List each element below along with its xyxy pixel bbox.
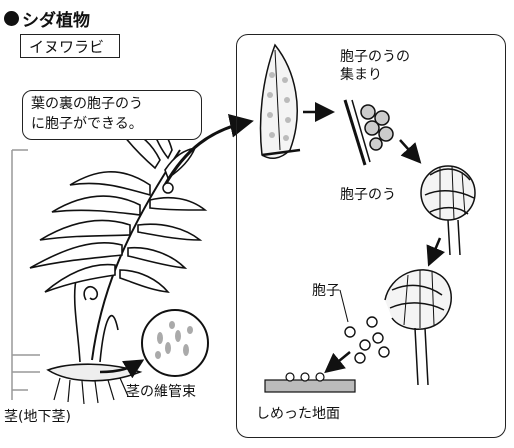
callout-line-1: 葉の裏の胞子のう [31, 96, 143, 112]
label-vascular-bundle: 茎の維管束 [126, 384, 196, 400]
spore-leader-line [339, 289, 349, 323]
label-sporangium: 胞子のう [340, 187, 396, 203]
callout-box: 葉の裏の胞子のう に胞子ができる。 [22, 90, 202, 140]
spores [344, 316, 390, 364]
title-text: シダ植物 [22, 11, 90, 31]
label-moist-ground: しめった地面 [256, 406, 340, 422]
arrow-stem-to-bundle [99, 359, 145, 379]
process-panel [236, 34, 506, 438]
label-sporangium-cluster-line-2: 集まり [340, 67, 382, 83]
plant-name-text: イヌワラビ [29, 37, 105, 56]
arrow-spores-to-ground [324, 351, 351, 374]
sporangium-location-marker [162, 182, 174, 194]
bullet-dot-icon [4, 11, 19, 26]
arrow-sporangium-to-open [426, 237, 445, 267]
diagram-title: シダ植物 [4, 6, 90, 31]
sporangium-closed [420, 165, 476, 256]
label-sporangium-cluster-line-1: 胞子のうの [340, 49, 410, 65]
stem-bracket [11, 149, 40, 400]
label-sporangium-cluster: 胞子のうの 集まり [340, 48, 450, 84]
sporangium-cluster [343, 99, 394, 166]
vascular-bundle-section [141, 309, 209, 377]
sporangium-open [384, 269, 452, 386]
moist-ground [264, 372, 356, 393]
plant-name-box: イヌワラビ [20, 34, 120, 58]
label-spore: 胞子 [312, 283, 340, 299]
leaf-underside [259, 43, 301, 160]
arrow-cluster-to-sporangium [399, 139, 422, 164]
label-underground-stem: 茎(地下茎) [4, 409, 71, 425]
callout-line-2: に胞子ができる。 [31, 116, 143, 132]
